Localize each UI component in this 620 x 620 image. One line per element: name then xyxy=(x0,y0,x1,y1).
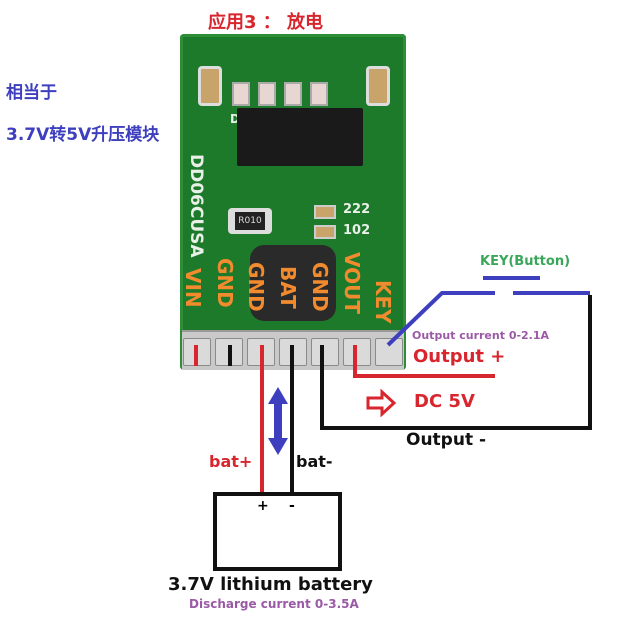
capacitor xyxy=(314,205,336,219)
pin-label-gnd: GND xyxy=(308,262,332,312)
wire-output-plus xyxy=(353,345,495,378)
sense-resistor: R010 xyxy=(228,208,272,234)
battery-minus-terminal: - xyxy=(289,498,295,514)
output-plus-label: Output + xyxy=(413,346,506,367)
battery-body xyxy=(213,492,342,571)
ic-chip xyxy=(237,108,363,166)
battery-name: 3.7V lithium battery xyxy=(168,574,373,595)
pin-label-gnd: GND xyxy=(213,258,237,308)
dc-5v-label: DC 5V xyxy=(414,391,475,412)
led-d4 xyxy=(232,82,250,106)
board-model: DD06CUSA xyxy=(186,154,206,258)
inductor xyxy=(250,245,336,321)
resistor-label: R010 xyxy=(235,212,265,230)
current-flow-arrow-icon xyxy=(268,387,288,455)
battery-plus-terminal: + xyxy=(257,498,269,514)
wire-output-minus xyxy=(320,295,592,430)
output-arrow-icon xyxy=(366,388,397,418)
diagram-title: 应用3 ： 放电 xyxy=(208,12,324,33)
wire-key xyxy=(386,291,495,347)
led-d2 xyxy=(284,82,302,106)
pin-label-key: KEY xyxy=(371,280,395,324)
side-note-line2: 3.7V转5V升压模块 xyxy=(6,125,160,145)
key-button-label: KEY(Button) xyxy=(480,254,571,269)
side-note-line1: 相当于 xyxy=(6,83,57,103)
cap-label-102: 102 xyxy=(343,223,371,238)
capacitor xyxy=(314,225,336,239)
capacitor xyxy=(198,66,222,106)
pin-gnd xyxy=(311,338,339,366)
led-d3 xyxy=(258,82,276,106)
output-minus-label: Output - xyxy=(406,430,487,450)
pin-label-vout: VOUT xyxy=(340,252,364,315)
cap-label-222: 222 xyxy=(343,202,371,217)
bat-minus-label: bat- xyxy=(296,452,333,471)
discharge-current-label: Discharge current 0-3.5A xyxy=(189,597,359,611)
bat-plus-label: bat+ xyxy=(209,452,253,471)
pin-label-vin: VIN xyxy=(181,268,205,308)
capacitor xyxy=(366,66,390,106)
pin-label-gnd: GND xyxy=(244,262,268,312)
output-current-label: Output current 0-2.1A xyxy=(412,329,550,342)
led-d1 xyxy=(310,82,328,106)
pin-label-bat: BAT xyxy=(276,266,300,309)
